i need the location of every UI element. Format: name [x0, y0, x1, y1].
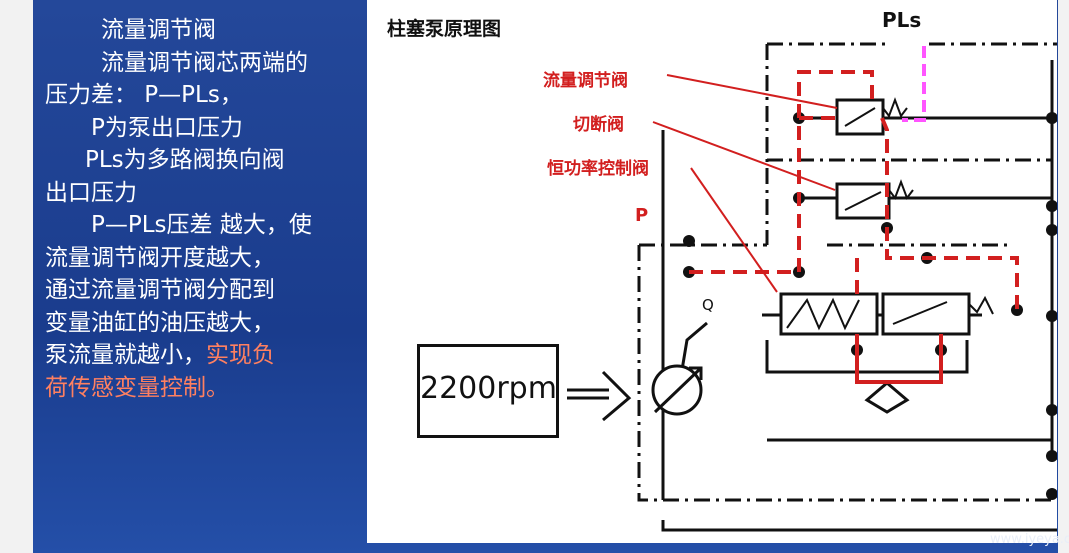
text-line: P为泵出口压力	[91, 114, 243, 141]
q-label: Q	[702, 296, 714, 314]
text-line: 压力差： P—PLs，	[45, 82, 243, 108]
coupling	[601, 370, 632, 422]
text-line: 流量调节阀	[101, 17, 216, 43]
pls-label: PLs	[882, 8, 922, 32]
text-line: 泵流量就越小，实现负	[45, 339, 367, 372]
explanation-text: 流量调节阀 流量调节阀芯两端的 压力差： P—PLs， P为泵出口压力 PLs为…	[45, 14, 367, 404]
schematic-panel: 柱塞泵原理图 流量调节阀 切断阀 恒功率控制阀 PLs P Q 2200rpm	[367, 0, 1057, 543]
text-line: 出口压力	[45, 179, 137, 206]
callout-flow-regulating-valve: 流量调节阀	[543, 71, 628, 91]
diagram-title: 柱塞泵原理图	[387, 18, 502, 40]
variable-pump-arrow	[653, 366, 703, 414]
flow-valve-spring	[882, 97, 908, 119]
motor-speed-box: 2200rpm	[417, 344, 559, 438]
leader-flow-valve	[666, 74, 838, 109]
red-solid-piston-loop	[855, 334, 943, 384]
power-valve-arrow	[892, 301, 948, 325]
drain-line	[661, 520, 1057, 532]
drive-shaft	[567, 388, 609, 400]
callout-cutoff-valve: 切断阀	[573, 115, 624, 135]
motor-speed-label: 2200rpm	[420, 371, 557, 406]
red-flow-path-to-power-valve	[880, 117, 1019, 310]
slide: 流量调节阀 流量调节阀芯两端的 压力差： P—PLs， P为泵出口压力 PLs为…	[33, 0, 1058, 553]
text-normal: 泵流量就越小，	[45, 342, 206, 368]
text-line: 流量调节阀芯两端的	[101, 49, 308, 76]
callout-constant-power-valve: 恒功率控制阀	[547, 159, 649, 179]
flow-regulating-valve-body	[835, 98, 885, 136]
leader-power-valve	[690, 167, 778, 293]
piston-return-loop	[765, 340, 969, 374]
text-line: P—PLs压差 越大，使	[91, 212, 312, 238]
hydraulic-schematic	[567, 42, 1057, 532]
piston-spring	[786, 297, 860, 331]
cutoff-valve-arrow	[844, 191, 882, 211]
cutoff-valve-spring	[888, 179, 914, 201]
text-line: PLs为多路阀换向阀	[85, 147, 285, 173]
left-window-edge	[0, 0, 33, 553]
right-window-edge	[1058, 0, 1069, 553]
control-piston-body	[779, 292, 879, 336]
p-label: P	[635, 205, 649, 226]
flow-valve-arrow	[844, 107, 876, 127]
pls-pilot-line	[902, 46, 926, 122]
text-line: 通过流量调节阀分配到	[45, 277, 275, 303]
watermark: www.iyeya.cn	[990, 532, 1069, 547]
text-highlight: 实现负	[206, 342, 275, 368]
text-line: 变量油缸的油压越大，	[45, 309, 275, 336]
text-line: 流量调节阀开度越大，	[45, 244, 275, 271]
leader-cutoff-valve	[652, 121, 836, 191]
arrow-head	[689, 366, 703, 380]
check-valve-loop	[864, 381, 910, 414]
constant-power-valve-body	[881, 292, 971, 336]
power-valve-spring	[968, 295, 994, 315]
text-line-highlight: 荷传感变量控制。	[45, 374, 229, 401]
housing-lower-boundary	[637, 245, 1057, 502]
